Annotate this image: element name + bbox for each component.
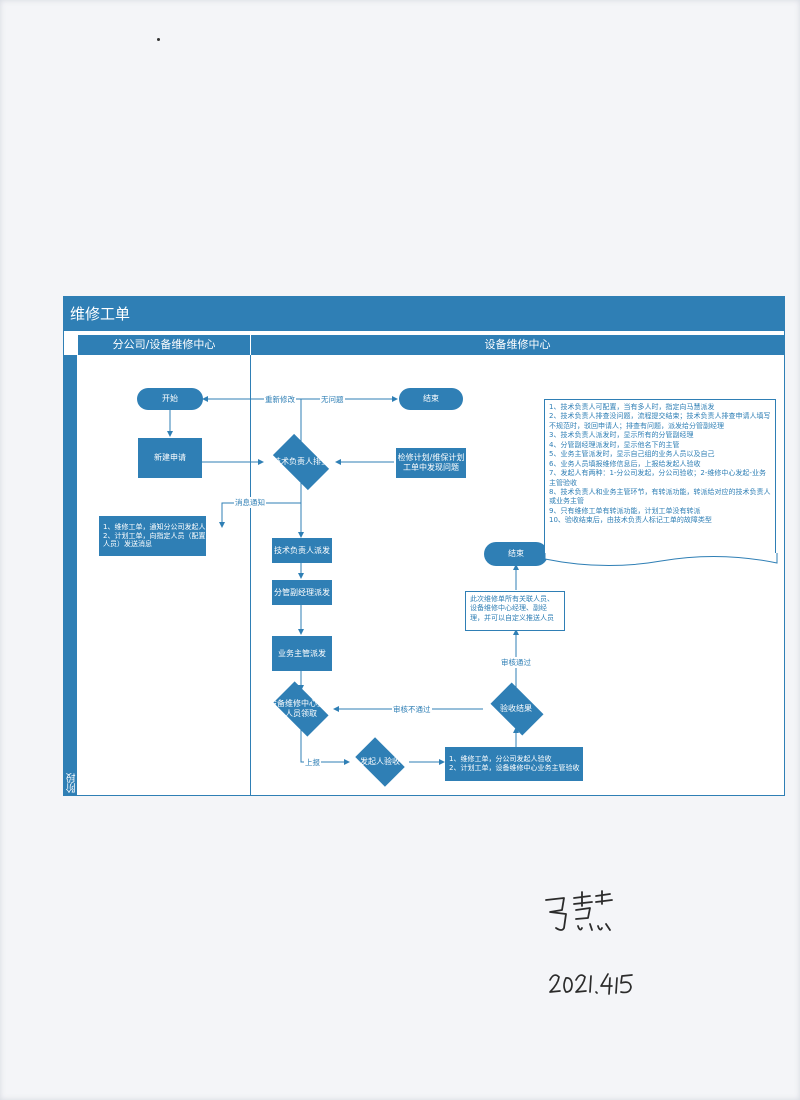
edge-check-redo-to-start: [202, 396, 302, 442]
diagram-title: 维修工单: [64, 297, 784, 331]
edge-label-review-fail: 审核不通过: [392, 704, 432, 715]
final-end-node: 结束: [484, 542, 548, 566]
note-item: 1、技术负责人可配置，当有多人时，指定向马慧派发: [549, 403, 715, 411]
connector-layer: [167, 396, 519, 765]
process-notes-list: 1、技术负责人可配置，当有多人时，指定向马慧派发 2、技术负责人排查没问题，流程…: [549, 403, 771, 526]
edge-label-redo: 重新修改: [264, 394, 296, 405]
note-item: 8、技术负责人和业务主管环节，有转派功能，转派给对应的技术负责人或业务主管: [549, 487, 771, 506]
supervisor-dispatch-node: 业务主管派发: [272, 636, 332, 671]
initiator-accept-decision: 发起人验收: [350, 737, 410, 787]
center-leader-decision: 设备维修中心业务人员领取: [267, 681, 335, 737]
flowchart-frame: 维修工单 分公司/设备维修中心 设备维修中心 阶段: [63, 296, 785, 796]
acceptance-label: 验收结果: [500, 704, 532, 713]
initiator-accept-label: 发起人验收: [360, 757, 400, 766]
edge-label-report: 上报: [304, 757, 321, 768]
note-item: 2、技术负责人排查没问题，流程提交结束；技术负责人排查申请人填写不规范时，驳回申…: [549, 412, 771, 430]
close-note-node: 此次维修单所有关联人员、设备维修中心经理、副经理，并可以自定义推送人员: [465, 591, 565, 631]
top-end-node: 结束: [399, 388, 463, 410]
lane-header-center: 设备维修中心: [251, 335, 784, 355]
edge-leader-report: [300, 728, 350, 765]
note-item: 3、技术负责人派发时，显示所有的分管副经理: [549, 431, 694, 440]
vp-dispatch-node: 分管副经理派发: [272, 580, 332, 605]
center-leader-label: 设备维修中心业务人员领取: [269, 699, 333, 718]
tech-check-label: 技术负责人排查: [273, 457, 329, 466]
plan-source-node: 检修计划/维保计划工单中发现问题: [396, 448, 466, 478]
accept-note-node: 1、维修工单，分公司发起人验收 2、计划工单，设备维修中心业务主管验收: [445, 747, 583, 781]
edge-label-review-pass: 审核通过: [500, 657, 532, 668]
edge-label-notify: 消息通知: [234, 497, 266, 508]
edge-label-no-problem: 无问题: [320, 394, 345, 405]
process-notes: 1、技术负责人可配置，当有多人时，指定向马慧派发 2、技术负责人排查没问题，流程…: [544, 399, 776, 555]
note-item: 5、业务主管派发时，显示自己组的业务人员以及自己: [549, 450, 715, 459]
lane-divider: [250, 355, 251, 795]
notes-wave-edge: [544, 553, 778, 567]
acceptance-decision: 验收结果: [484, 682, 548, 736]
notify-node: 1、维修工单，通知分公司发起人 2、计划工单，向指定人员（配置人员）发送消息: [99, 516, 206, 556]
note-item: 7、发起人有两种：1-分公司发起，分公司验收；2-维修中心发起-业务主管验收: [549, 469, 766, 487]
note-item: 6、业务人员填报维修信息后，上报给发起人验收: [549, 459, 701, 468]
stage-column: 阶段: [64, 355, 78, 795]
new-request-node: 新建申请: [138, 438, 202, 478]
tech-check-decision: 技术负责人排查: [266, 433, 336, 491]
handwritten-signature: [545, 890, 613, 931]
note-item: 4、分管副经理派发时，显示他名下的主管: [549, 440, 680, 449]
note-item: 10、验收结束后，由技术负责人标记工单的故障类型: [549, 516, 712, 525]
handwritten-date: [549, 973, 633, 995]
note-item: 9、只有维修工单有转派功能，计划工单没有转派: [549, 506, 701, 515]
paper-speck: [157, 38, 160, 41]
lane-header-branch: 分公司/设备维修中心: [78, 335, 250, 355]
tech-dispatch-node: 技术负责人派发: [272, 538, 332, 563]
start-node: 开始: [137, 388, 203, 410]
